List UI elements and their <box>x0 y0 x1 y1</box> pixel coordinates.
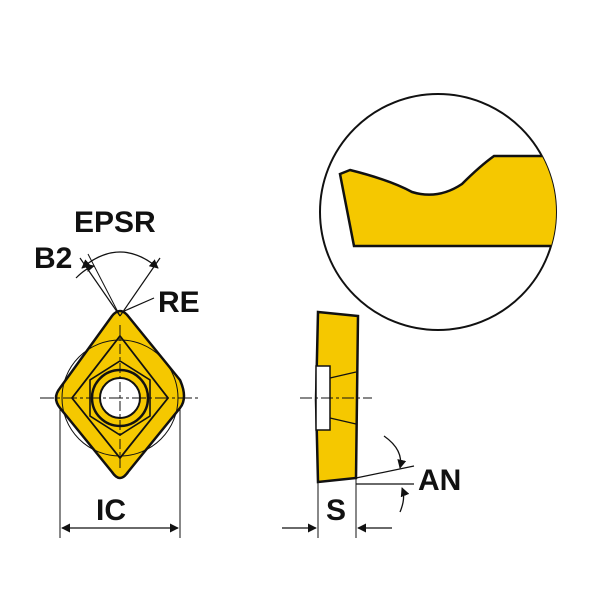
s-label: S <box>326 494 346 527</box>
detail-edge-profile <box>338 154 556 248</box>
b2-label: B2 <box>34 242 72 275</box>
an-label: AN <box>418 464 461 497</box>
an-angle-arc <box>383 435 407 469</box>
ic-label: IC <box>96 494 126 527</box>
insert-top-view <box>40 251 200 538</box>
insert-side-view <box>282 310 415 538</box>
re-label: RE <box>158 286 200 319</box>
epsr-label: EPSR <box>74 206 156 239</box>
detail-magnifier-circle <box>319 93 557 331</box>
